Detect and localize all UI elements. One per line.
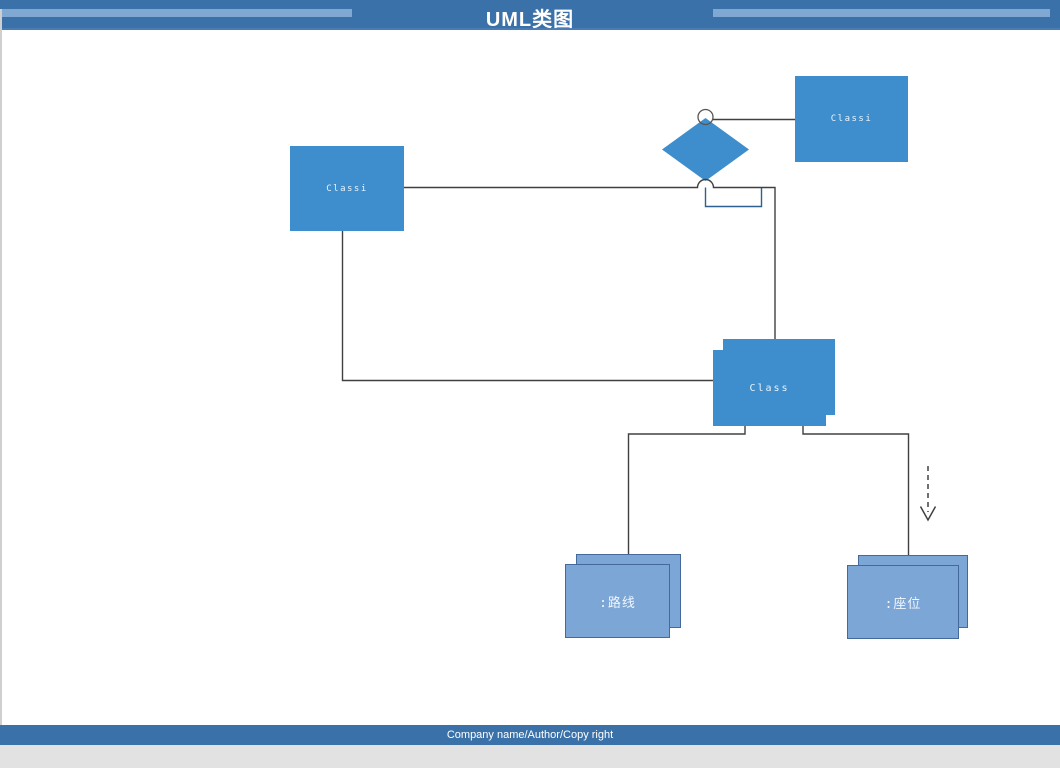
node-class-center[interactable]: Class bbox=[713, 339, 835, 426]
header-strip-right bbox=[713, 9, 1050, 17]
connector-class-center-to-object-route[interactable] bbox=[627, 426, 746, 554]
connector-classi-left-to-class-center-top[interactable] bbox=[404, 178, 776, 340]
node-label: Classi bbox=[326, 183, 368, 194]
node-label: Class bbox=[749, 382, 790, 394]
node-classi-left[interactable]: Classi bbox=[290, 146, 404, 231]
node-classi-top-right[interactable]: Classi bbox=[795, 76, 908, 162]
node-decision-diamond[interactable] bbox=[662, 118, 749, 181]
node-label: :路线 bbox=[599, 595, 636, 611]
page-edge-line bbox=[0, 9, 2, 725]
node-object-route[interactable]: :路线 bbox=[565, 554, 681, 638]
bottom-margin bbox=[0, 745, 1060, 768]
page-title: UML类图 bbox=[485, 9, 575, 31]
front-rect: :路线 bbox=[565, 564, 670, 638]
title-bar: UML类图 bbox=[0, 0, 1060, 31]
node-object-seat[interactable]: :座位 bbox=[847, 555, 968, 639]
front-rect: Class bbox=[713, 350, 826, 426]
connector-class-center-to-object-seat[interactable] bbox=[802, 426, 910, 555]
connector-classi-left-bottom-to-class-center-left[interactable] bbox=[341, 231, 714, 382]
header-strip-left bbox=[2, 9, 352, 17]
footer-text: Company name/Author/Copy right bbox=[446, 729, 614, 741]
node-label: Classi bbox=[830, 114, 873, 124]
connector-loop-rectangle[interactable] bbox=[704, 187, 763, 208]
footer-bar: Company name/Author/Copy right bbox=[0, 725, 1060, 745]
node-label: :座位 bbox=[884, 596, 922, 612]
front-rect: :座位 bbox=[847, 565, 959, 639]
dashed-arrow-head bbox=[919, 506, 937, 522]
